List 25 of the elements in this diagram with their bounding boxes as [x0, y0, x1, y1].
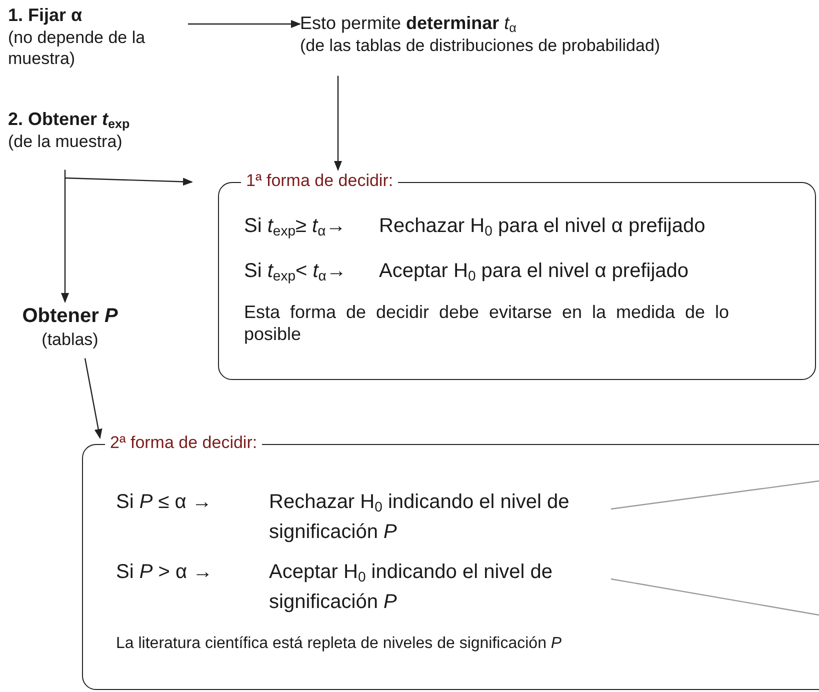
condition-text: Si t$_{exp}$< t$_{α}$→: [244, 259, 346, 286]
leader-line: [610, 578, 819, 616]
step-note: (de la muestra): [8, 131, 122, 152]
condition-text: Si P > α →: [116, 560, 213, 585]
note-text: Esta forma de decidir debe evitarse en la medida de lo posible: [244, 301, 729, 345]
note-text: La literatura científica está repleta de niveles de significación P: [116, 634, 563, 654]
decision-text: Aceptar H$_{0}$ para el nivel α prefijado: [379, 259, 690, 286]
decision-text: Aceptar H$_{0}$ indicando el nivel de significación P: [269, 560, 554, 615]
condition-text: Si P ≤ α →: [116, 490, 212, 515]
decision-text: Rechazar H$_{0}$ para el nivel α prefijado: [379, 214, 706, 240]
arrow: [64, 177, 193, 186]
step-note: (de las tablas de distribuciones de probabilidad): [300, 34, 660, 56]
condition-text: Si t$_{exp}$≥ t$_{α}$→: [244, 214, 346, 240]
decision-text: Rechazar H$_{0}$ indicando el nivel de significación P: [269, 490, 570, 545]
step-note: (no depende de la muestra): [8, 26, 146, 69]
step-heading: 1. Fijar α: [8, 4, 82, 26]
step-heading: Esto permite determinar t$_{α}$: [300, 12, 516, 34]
step-heading: Obtener P: [22, 304, 118, 329]
arrow: [61, 170, 69, 303]
arrow: [334, 76, 342, 171]
arrow: [188, 20, 301, 28]
arrow: [84, 358, 102, 439]
step-heading: 2. Obtener t$_{exp}$: [8, 108, 130, 130]
leader-line: [610, 480, 819, 510]
step-note: (tablas): [42, 329, 98, 350]
